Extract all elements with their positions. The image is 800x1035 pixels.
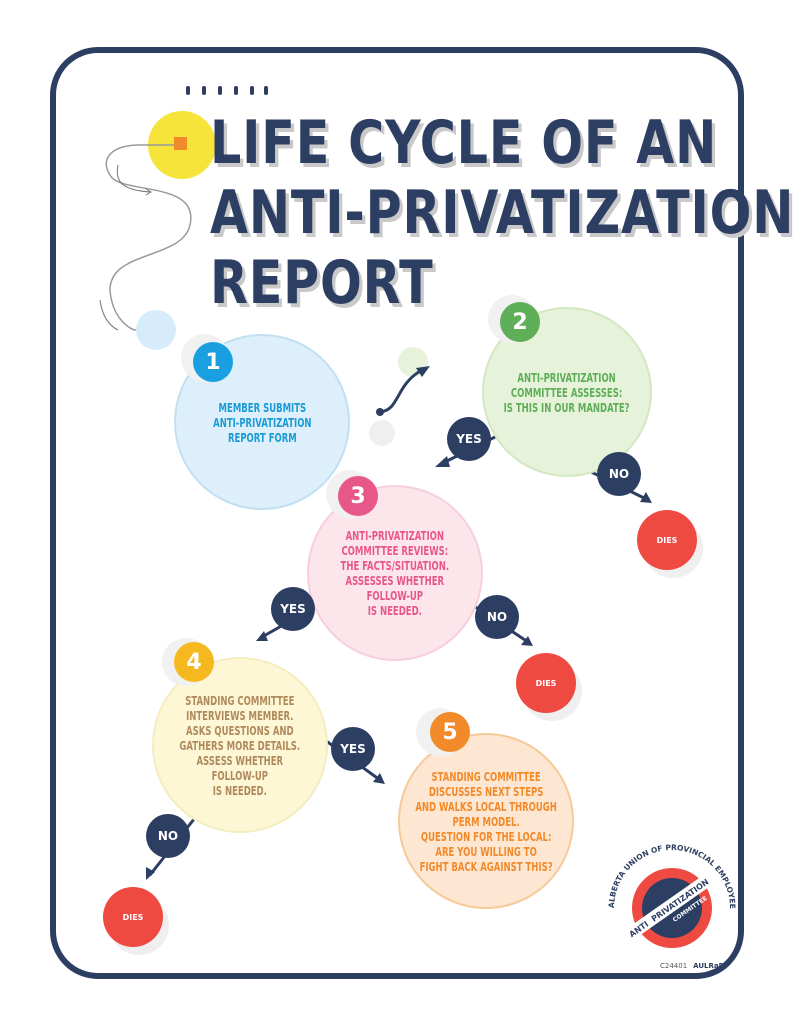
step-4-circle: STANDING COMMITTEE INTERVIEWS MEMBER. AS…	[152, 657, 328, 833]
no-decision: NO	[597, 452, 641, 496]
step-4-badge: 4	[174, 642, 214, 682]
step-2-badge: 2	[500, 302, 540, 342]
dots-decoration	[186, 86, 268, 95]
yes-decision: YES	[331, 727, 375, 771]
anti-privatization-committee-logo: ALBERTA UNION OF PROVINCIAL EMPLOYEES AN…	[589, 821, 752, 968]
yes-decision: YES	[271, 587, 315, 631]
no-decision: NO	[146, 814, 190, 858]
step-5-badge: 5	[430, 712, 470, 752]
step-2-circle: ANTI-PRIVATIZATION COMMITTEE ASSESSES: I…	[482, 307, 652, 477]
blue-circle-decoration	[136, 310, 176, 350]
orange-square-decoration	[174, 137, 187, 150]
dies-badge: DIES	[637, 510, 697, 570]
dies-badge: DIES	[103, 887, 163, 947]
step-3-badge: 3	[338, 476, 378, 516]
no-decision: NO	[475, 595, 519, 639]
dies-badge: DIES	[516, 653, 576, 713]
union-bug: AULRaP	[693, 962, 724, 970]
yes-decision: YES	[447, 417, 491, 461]
step-1-badge: 1	[193, 342, 233, 382]
winding-path-decoration	[105, 144, 192, 331]
step-5-circle: STANDING COMMITTEE DISCUSSES NEXT STEPS …	[398, 733, 574, 909]
page-frame	[50, 47, 744, 979]
page-title: LIFE CYCLE OF AN ANTI-PRIVATIZATION REPO…	[210, 108, 795, 318]
step-1-circle: MEMBER SUBMITS ANTI-PRIVATIZATION REPORT…	[174, 334, 350, 510]
